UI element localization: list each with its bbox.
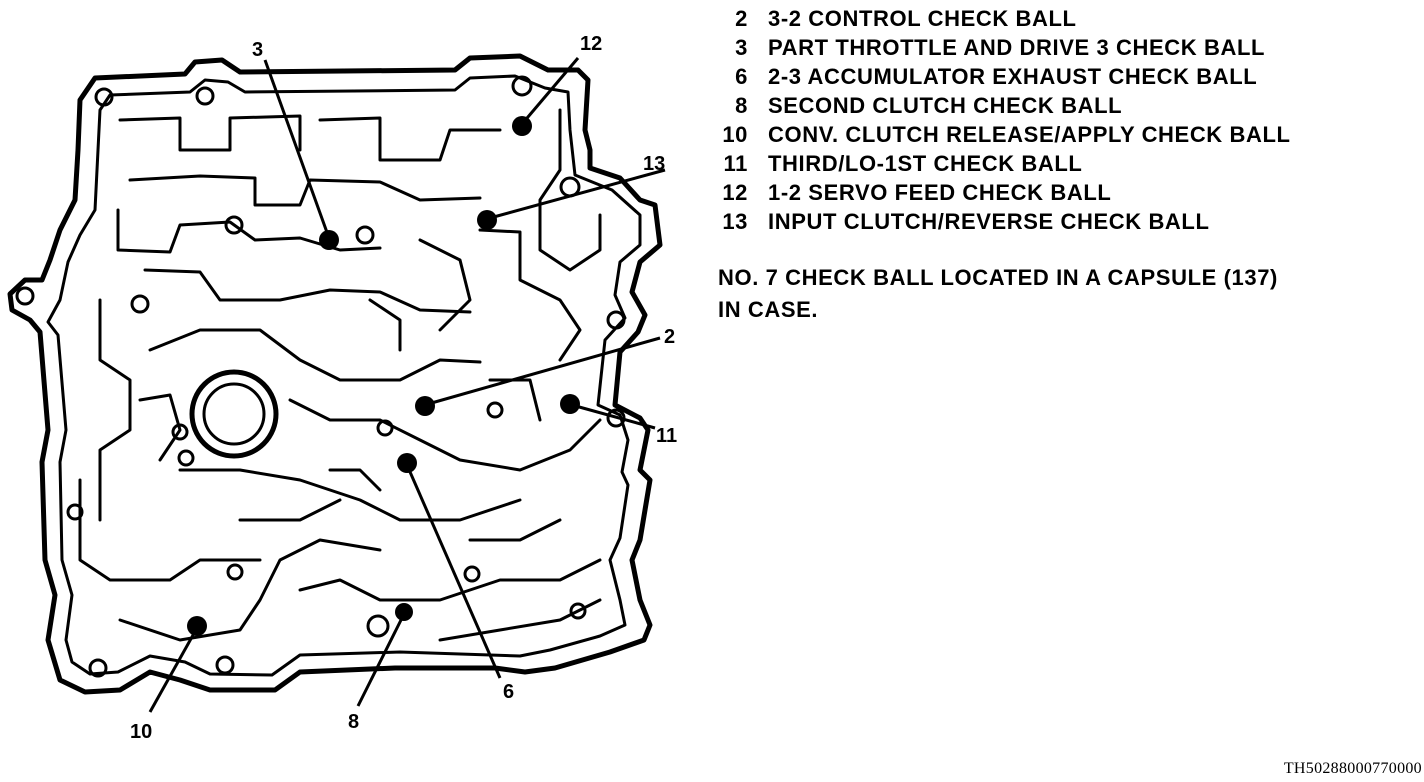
leader-line-11 <box>571 403 656 430</box>
legend-item-label: CONV. CLUTCH RELEASE/APPLY CHECK BALL <box>768 122 1291 147</box>
note-line-1: NO. 7 CHECK BALL LOCATED IN A CAPSULE (1… <box>718 265 1278 290</box>
callout-3: 3 <box>252 39 263 61</box>
check-ball-legend: 2 3-2 CONTROL CHECK BALL 3 PART THROTTLE… <box>700 4 1400 236</box>
legend-item-label: 1-2 SERVO FEED CHECK BALL <box>768 180 1112 205</box>
check-ball-12 <box>512 116 532 136</box>
legend-item-number: 13 <box>722 209 748 234</box>
callout-13: 13 <box>643 153 665 175</box>
callout-11: 11 <box>656 425 677 447</box>
check-ball-8 <box>395 603 413 621</box>
check-ball-3 <box>319 230 339 250</box>
legend-item-number: 11 <box>723 151 748 176</box>
legend-item-number: 2 <box>735 6 748 31</box>
callout-10: 10 <box>130 721 152 743</box>
legend-item-number: 3 <box>735 35 748 60</box>
check-ball-13 <box>477 210 497 230</box>
leader-line-13 <box>489 168 666 220</box>
leader-line-10 <box>148 627 199 713</box>
leader-line-8 <box>356 613 406 707</box>
legend-item: 8 SECOND CLUTCH CHECK BALL <box>700 91 1400 120</box>
legend-item-number: 8 <box>735 93 748 118</box>
check-ball-6 <box>397 453 417 473</box>
legend-item-label: SECOND CLUTCH CHECK BALL <box>768 93 1123 118</box>
legend-item: 3 PART THROTTLE AND DRIVE 3 CHECK BALL <box>700 33 1400 62</box>
valve-body-diagram: 3 12 13 2 11 6 8 10 <box>7 33 677 743</box>
note-line-2: IN CASE. <box>718 297 819 322</box>
legend-item-number: 6 <box>735 64 748 89</box>
capsule-note: NO. 7 CHECK BALL LOCATED IN A CAPSULE (1… <box>718 262 1398 326</box>
leader-line-3 <box>263 59 331 239</box>
leader-line-12 <box>520 57 580 125</box>
legend-item-label: 3-2 CONTROL CHECK BALL <box>768 6 1077 31</box>
callout-8: 8 <box>348 711 359 733</box>
leader-line-6 <box>405 464 502 679</box>
legend-item-label: INPUT CLUTCH/REVERSE CHECK BALL <box>768 209 1210 234</box>
legend-item-label: 2-3 ACCUMULATOR EXHAUST CHECK BALL <box>768 64 1258 89</box>
legend-item: 2 3-2 CONTROL CHECK BALL <box>700 4 1400 33</box>
callout-6: 6 <box>503 681 514 703</box>
legend-item-number: 10 <box>722 122 748 147</box>
legend-item: 6 2-3 ACCUMULATOR EXHAUST CHECK BALL <box>700 62 1400 91</box>
legend-item: 11 THIRD/LO-1ST CHECK BALL <box>700 149 1400 178</box>
leader-line-2 <box>427 336 661 406</box>
legend-item-label: THIRD/LO-1ST CHECK BALL <box>768 151 1083 176</box>
legend-item: 13 INPUT CLUTCH/REVERSE CHECK BALL <box>700 207 1400 236</box>
callout-12: 12 <box>580 33 602 55</box>
legend-item-label: PART THROTTLE AND DRIVE 3 CHECK BALL <box>768 35 1266 60</box>
check-ball-10 <box>187 616 207 636</box>
figure-id: TH50288000770000 <box>1283 760 1422 777</box>
check-ball-2 <box>415 396 435 416</box>
check-ball-11 <box>560 394 580 414</box>
legend-item: 12 1-2 SERVO FEED CHECK BALL <box>700 178 1400 207</box>
callout-2: 2 <box>664 326 675 348</box>
plate-outline <box>7 53 663 695</box>
legend-item: 10 CONV. CLUTCH RELEASE/APPLY CHECK BALL <box>700 120 1400 149</box>
legend-item-number: 12 <box>722 180 748 205</box>
